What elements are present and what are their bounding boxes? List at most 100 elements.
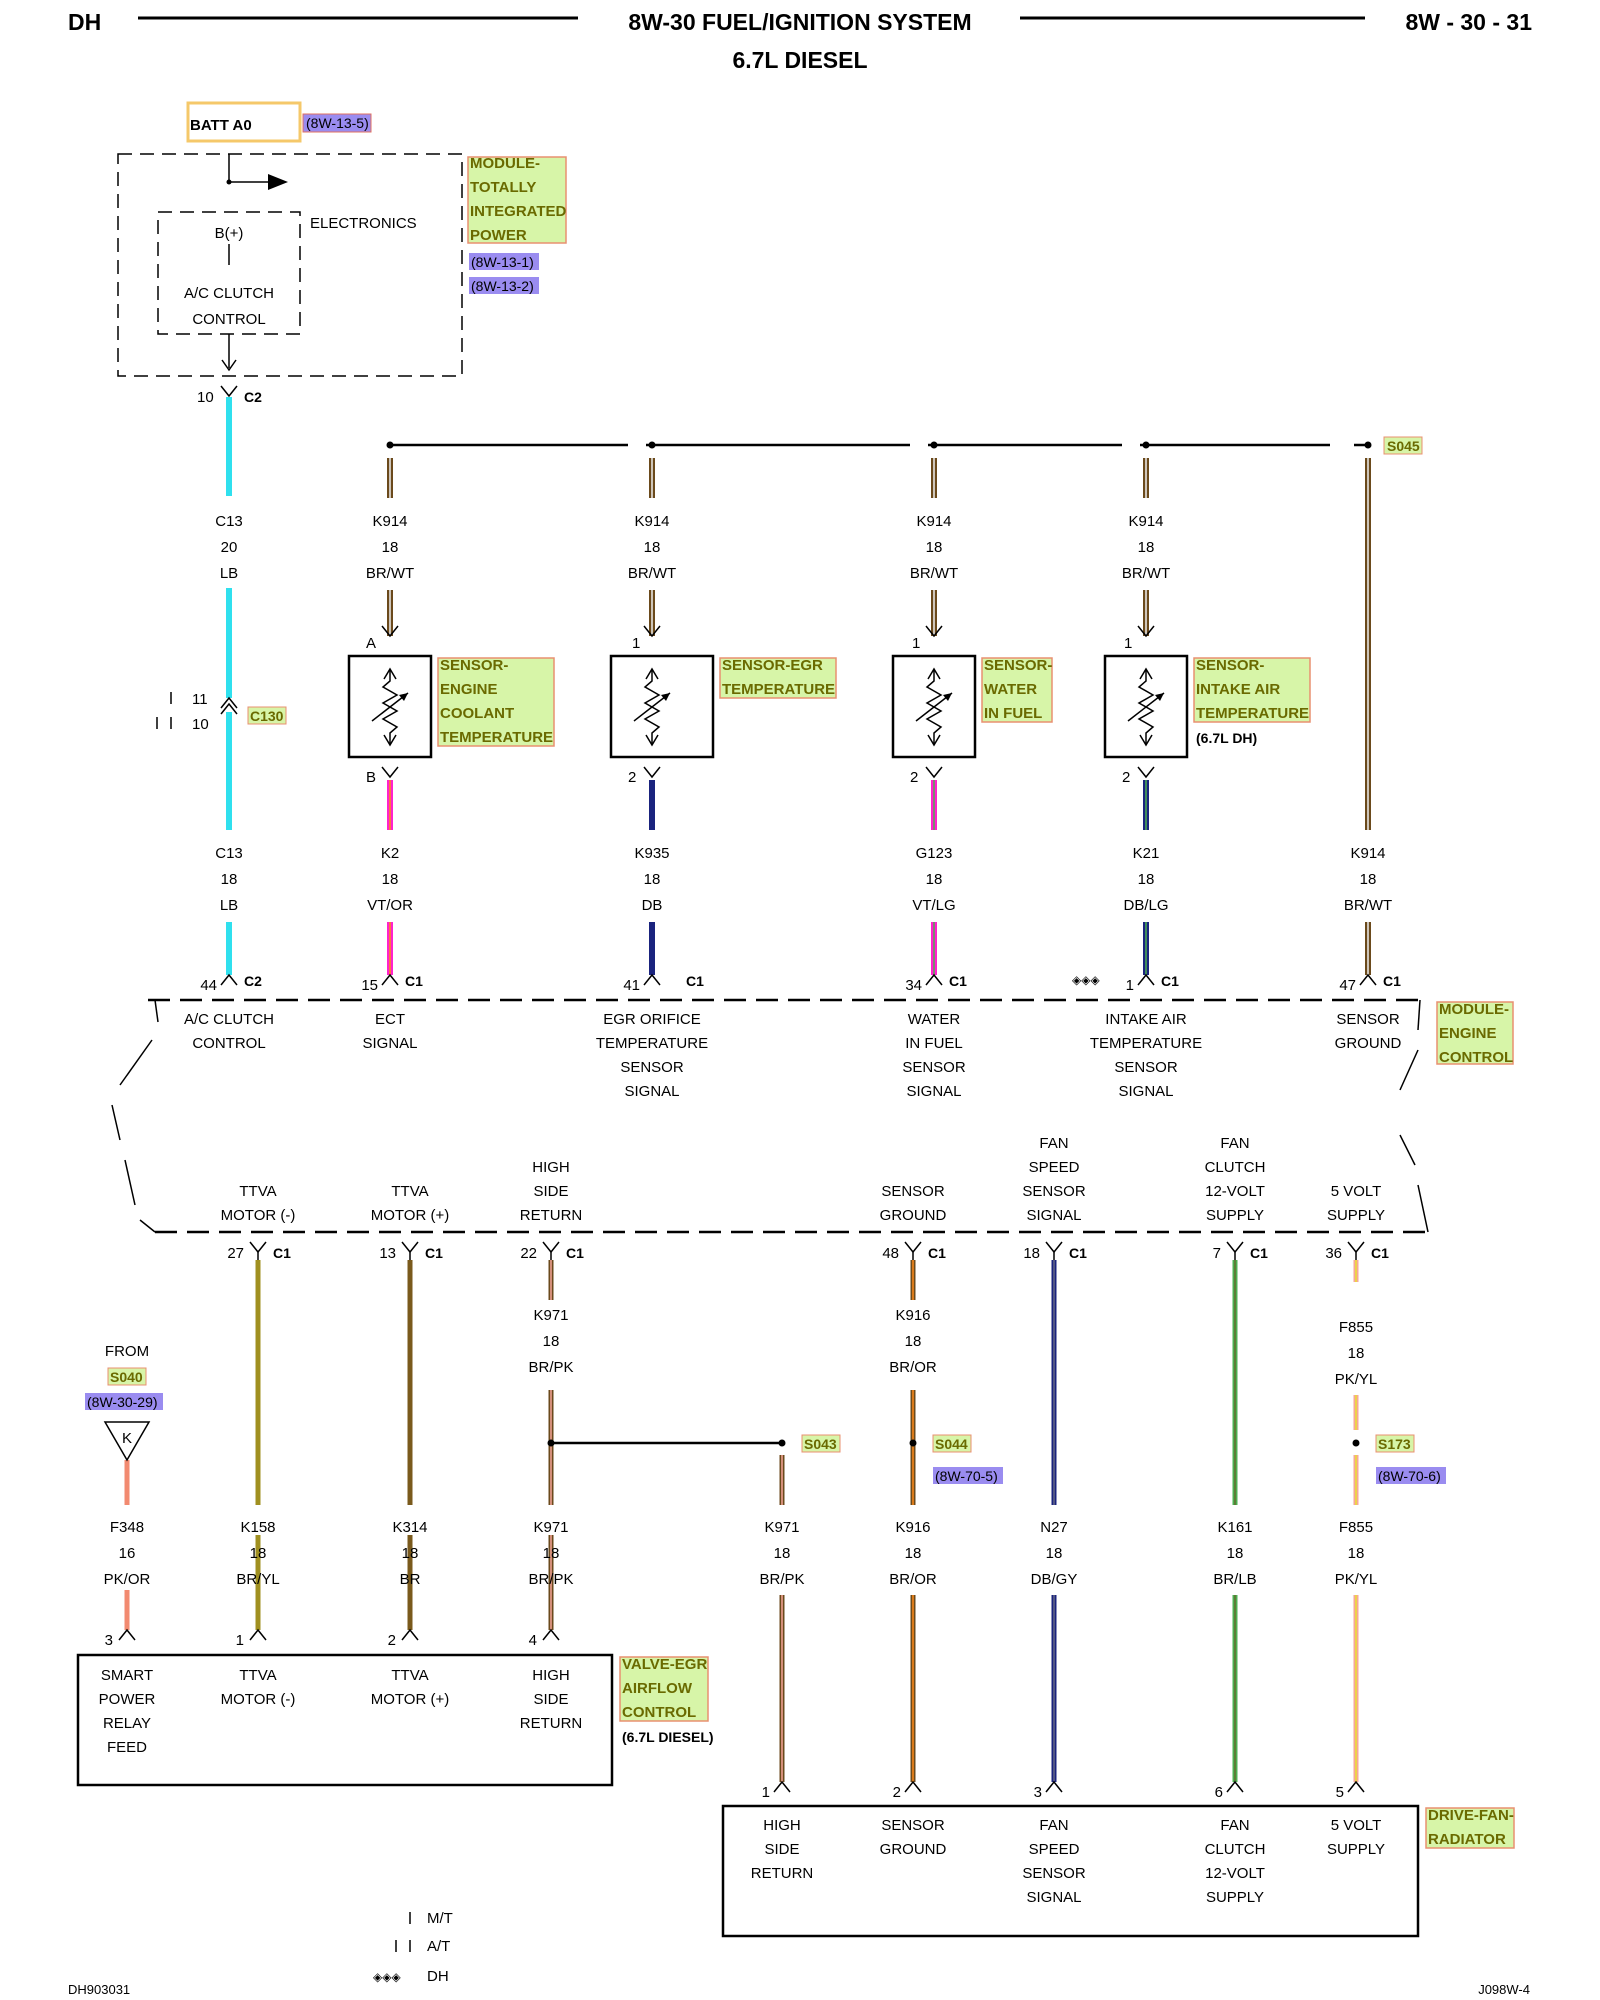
ect-name-2: ENGINE xyxy=(440,681,498,698)
ecm-bot-pin-7: 36 xyxy=(1325,1245,1342,1262)
tipm-name-3: INTEGRATED xyxy=(470,203,567,220)
egr-name-tag[interactable] xyxy=(719,657,837,699)
legend-at: A/T xyxy=(427,1938,450,1955)
tipm-ref2-tag[interactable] xyxy=(469,277,539,294)
sensor-ect: A B SENSOR- ENGINE COOLANT TEMPERATURE xyxy=(347,625,555,786)
s173-ref[interactable]: (8W-70-6) xyxy=(1378,1468,1441,1484)
k21-id: K21 xyxy=(1133,845,1160,862)
ecm-bot-conn-6: C1 xyxy=(1250,1245,1268,1261)
c13a-id: C13 xyxy=(215,513,243,530)
s044-ref-tag[interactable] xyxy=(933,1467,1003,1484)
valve-name-1: VALVE-EGR xyxy=(622,1656,707,1673)
c13a-color: LB xyxy=(220,565,238,582)
s044-ref[interactable]: (8W-70-5) xyxy=(935,1468,998,1484)
c130-tag[interactable] xyxy=(247,706,287,725)
s173-tag[interactable] xyxy=(1375,1434,1415,1453)
k914-4-color: BR/WT xyxy=(1122,565,1170,582)
batt-a0-label: BATT A0 xyxy=(190,117,252,134)
s040-ref[interactable]: (8W-30-29) xyxy=(87,1394,158,1410)
s045-label[interactable]: S045 xyxy=(1387,438,1420,454)
k971a-gauge: 18 xyxy=(543,1333,560,1350)
s040-label[interactable]: S040 xyxy=(110,1369,143,1385)
drive-fan-radiator: 1 2 3 6 5 HIGH SIDE RETURN SENSOR GROUND… xyxy=(721,1780,1515,1938)
wif-name-tag[interactable] xyxy=(981,657,1053,723)
ecm-bot-conn-5: C1 xyxy=(1069,1245,1087,1261)
fan-name-tag[interactable] xyxy=(1425,1807,1515,1849)
tipm-name-2: TOTALLY xyxy=(470,179,536,196)
tipm-acc-line2: CONTROL xyxy=(192,311,265,328)
tipm-name-4: POWER xyxy=(470,227,527,244)
valve-pin-1: 1 xyxy=(236,1632,244,1649)
c130-pin-top: 11 xyxy=(192,691,208,708)
k916a-id: K916 xyxy=(895,1307,930,1324)
ecm-name-1: MODULE- xyxy=(1439,1001,1509,1018)
ecm-egr-4: SIGNAL xyxy=(624,1083,679,1100)
valve-name-2: AIRFLOW xyxy=(622,1680,693,1697)
s045-tag[interactable] xyxy=(1383,436,1423,455)
s044-tag[interactable] xyxy=(932,1434,972,1453)
header-subtitle: 6.7L DIESEL xyxy=(732,47,867,73)
page-header: DH 8W-30 FUEL/IGNITION SYSTEM 8W - 30 - … xyxy=(68,9,1532,73)
valve-pin-4: 4 xyxy=(529,1632,537,1649)
k914-1-id: K914 xyxy=(372,513,407,530)
k935-id: K935 xyxy=(634,845,669,862)
c130-label[interactable]: C130 xyxy=(250,708,284,724)
fan-pin-5: 5 xyxy=(1336,1784,1344,1801)
ecm-5v-2: SUPPLY xyxy=(1327,1207,1385,1224)
ecm-egr-3: SENSOR xyxy=(620,1059,684,1076)
fan-pin-3: 3 xyxy=(1034,1784,1042,1801)
tipm-name-1: MODULE- xyxy=(470,155,540,172)
tipm-ref1-tag[interactable] xyxy=(469,253,539,270)
s043-tag[interactable] xyxy=(801,1434,841,1453)
valve-l1-0: TTVA xyxy=(239,1667,276,1684)
s044-label[interactable]: S044 xyxy=(935,1436,968,1452)
valve-l0-3: FEED xyxy=(107,1739,147,1756)
valve-name-tag[interactable] xyxy=(619,1656,709,1722)
k914-3-gauge: 18 xyxy=(926,539,943,556)
wif-pin-top: 1 xyxy=(912,635,920,652)
egr-body xyxy=(609,654,715,759)
tipm-name-tag[interactable] xyxy=(467,156,567,244)
tipm-ref2[interactable]: (8W-13-2) xyxy=(471,278,534,294)
c13a-gauge: 20 xyxy=(221,539,238,556)
iat-name-tag[interactable] xyxy=(1193,657,1311,723)
ect-name-tag[interactable] xyxy=(437,657,555,747)
s173-label[interactable]: S173 xyxy=(1378,1436,1411,1452)
k971c-color: BR/PK xyxy=(759,1571,804,1588)
fan-l0-2: RETURN xyxy=(751,1865,814,1882)
k971a-id: K971 xyxy=(533,1307,568,1324)
tipm-ref1[interactable]: (8W-13-1) xyxy=(471,254,534,270)
c13b-color: LB xyxy=(220,897,238,914)
fan-l2-1: SPEED xyxy=(1029,1841,1080,1858)
k916b-color: BR/OR xyxy=(889,1571,937,1588)
ecm-egr-2: TEMPERATURE xyxy=(596,1035,708,1052)
ecm-fc-2: CLUTCH xyxy=(1205,1159,1266,1176)
k971a-color: BR/PK xyxy=(528,1359,573,1376)
ecm-ect-1: ECT xyxy=(375,1011,405,1028)
iat-name-3: TEMPERATURE xyxy=(1196,705,1309,722)
s040-tag[interactable] xyxy=(107,1367,147,1386)
s173-ref-tag[interactable] xyxy=(1376,1467,1446,1484)
ect-pin-top: A xyxy=(366,635,376,652)
from-label: FROM xyxy=(105,1343,149,1360)
tipm-bplus: B(+) xyxy=(215,225,244,242)
wif-name-1: SENSOR- xyxy=(984,657,1052,674)
ecm-ect-2: SIGNAL xyxy=(362,1035,417,1052)
f855a-gauge: 18 xyxy=(1348,1345,1365,1362)
s043-label[interactable]: S043 xyxy=(804,1436,837,1452)
s040-ref-tag[interactable] xyxy=(85,1393,163,1410)
k2-color: VT/OR xyxy=(367,897,413,914)
batt-ref-tag[interactable] xyxy=(302,113,372,133)
k158-id: K158 xyxy=(240,1519,275,1536)
fan-body xyxy=(721,1804,1420,1938)
ecm-name-tag[interactable] xyxy=(1436,1001,1514,1065)
batt-ref[interactable]: (8W-13-5) xyxy=(306,115,369,131)
k916b-gauge: 18 xyxy=(905,1545,922,1562)
ecm-name-3: CONTROL xyxy=(1439,1049,1513,1066)
footer-left: DH903031 xyxy=(68,1982,130,1997)
k916a-gauge: 18 xyxy=(905,1333,922,1350)
k314-gauge: 18 xyxy=(402,1545,419,1562)
egr-pin-bottom: 2 xyxy=(628,769,636,786)
valve-l2-0: TTVA xyxy=(391,1667,428,1684)
f855b-id: F855 xyxy=(1339,1519,1373,1536)
